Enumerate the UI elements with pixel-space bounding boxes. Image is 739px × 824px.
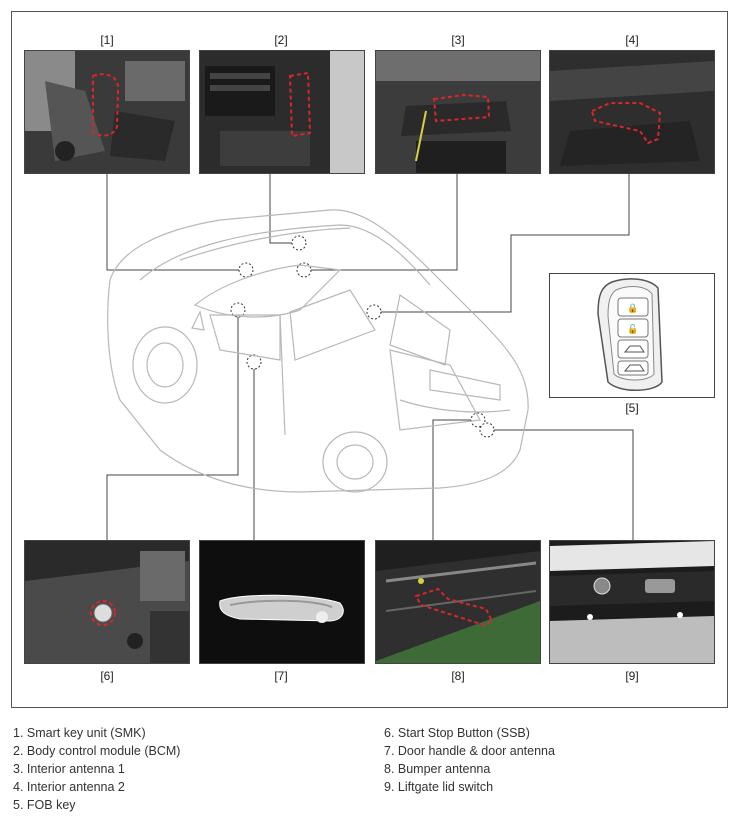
connector-line-3	[304, 174, 458, 271]
location-marker-4	[366, 304, 382, 320]
liftgate-icon	[623, 345, 645, 353]
car-roof-line	[139, 224, 431, 286]
legend-item-7: 7. Door handle & door antenna	[384, 744, 555, 758]
connector-line-6	[106, 310, 239, 540]
car-side-window-front	[209, 314, 281, 361]
photo-fob-key: 🔒 🔓	[549, 273, 715, 398]
connector-line-8	[432, 419, 478, 540]
photo-start-stop-button	[24, 540, 190, 664]
car-side-window-rear	[289, 289, 376, 361]
highlight-outline	[92, 73, 120, 137]
car-front-wheel	[132, 326, 198, 404]
legend-item-5: 5. FOB key	[13, 798, 76, 812]
legend-item-8: 8. Bumper antenna	[384, 762, 491, 776]
legend-item-1: 1. Smart key unit (SMK)	[13, 726, 146, 740]
car-rear-bumper	[399, 399, 511, 413]
highlight-outline	[90, 600, 116, 626]
legend-item-4: 4. Interior antenna 2	[13, 780, 125, 794]
car-side-mirror	[191, 310, 205, 331]
connector-line-2	[269, 174, 299, 244]
vehicle-drawing	[107, 209, 529, 493]
highlight-outline	[288, 71, 312, 138]
car-roof-rail	[179, 227, 351, 261]
highlight-outline	[414, 587, 494, 627]
connector-line-4	[374, 174, 630, 313]
photo-liftgate-lid-switch	[549, 540, 715, 664]
legend-item-9: 9. Liftgate lid switch	[384, 780, 494, 794]
panel-label-6: [6]	[100, 669, 114, 683]
connector-line-1	[106, 174, 246, 271]
car-tail-light	[429, 369, 501, 401]
location-marker-7	[246, 354, 262, 370]
photo-smart-key-unit	[24, 50, 190, 174]
legend-item-6: 6. Start Stop Button (SSB)	[384, 726, 530, 740]
diagram-frame	[11, 11, 728, 708]
car-windshield	[193, 264, 342, 318]
unlock-icon: 🔓	[627, 323, 638, 335]
panel-label-5: [5]	[625, 401, 639, 415]
photo-bumper-antenna	[375, 540, 541, 664]
photo-body-control-module	[199, 50, 365, 174]
photo-interior-antenna-2	[549, 50, 715, 174]
panel-label-9: [9]	[625, 669, 639, 683]
panel-label-8: [8]	[451, 669, 465, 683]
lock-icon: 🔒	[627, 303, 638, 314]
car-body-outline	[107, 209, 529, 493]
panic-icon	[623, 364, 645, 372]
car-liftgate	[389, 349, 481, 431]
panel-label-2: [2]	[274, 33, 288, 47]
panel-label-3: [3]	[451, 33, 465, 47]
car-rear-window	[389, 293, 451, 366]
location-marker-9	[479, 422, 495, 438]
connector-line-9	[487, 429, 634, 540]
panel-label-4: [4]	[625, 33, 639, 47]
panel-label-7: [7]	[274, 669, 288, 683]
location-marker-6	[230, 302, 246, 318]
car-door-line	[279, 314, 286, 436]
panel-label-1: [1]	[100, 33, 114, 47]
car-front-wheel-hub	[146, 342, 184, 388]
highlight-outline	[590, 102, 662, 145]
legend-item-3: 3. Interior antenna 1	[13, 762, 125, 776]
photo-interior-antenna-1	[375, 50, 541, 174]
location-marker-1	[238, 262, 254, 278]
photo-door-handle	[199, 540, 365, 664]
car-rear-wheel-hub	[336, 444, 374, 480]
connector-layer	[106, 174, 634, 540]
location-marker-2	[291, 235, 307, 251]
highlight-outline	[432, 93, 491, 123]
car-rear-wheel	[322, 431, 388, 493]
legend-item-2: 2. Body control module (BCM)	[13, 744, 181, 758]
